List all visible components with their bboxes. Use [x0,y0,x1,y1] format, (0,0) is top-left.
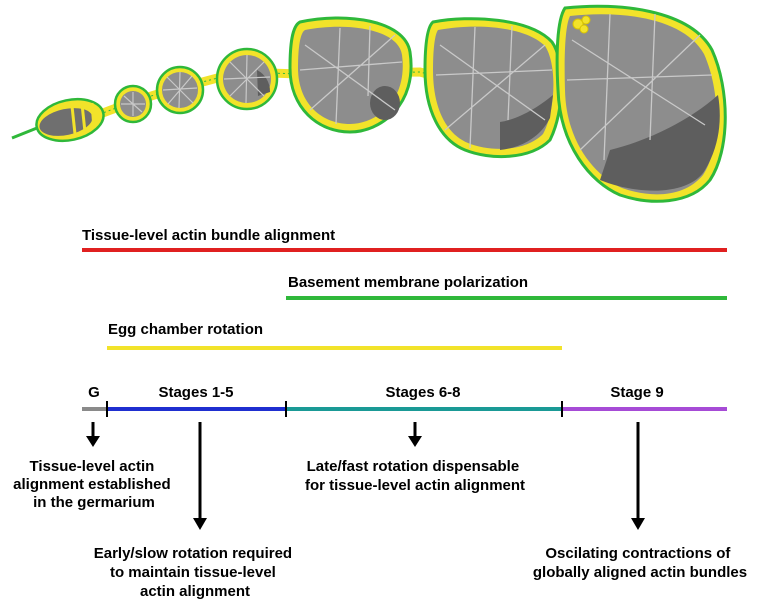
late-rotation-arrow [408,422,422,447]
note-late-rotation-line: Late/fast rotation dispensable [307,458,520,475]
egg-chamber-stage-9 [555,4,727,203]
note-germarium-line: Tissue-level actin [30,458,155,475]
egg-chamber-early-3 [215,47,279,111]
note-stage-9-line: Oscilating contractions of [545,545,731,562]
note-late-rotation: Late/fast rotation dispensable for tissu… [305,458,525,494]
annotation-notes: Tissue-level actin alignment established… [13,458,747,600]
note-early-rotation: Early/slow rotation required to maintain… [94,545,297,600]
note-early-rotation-line: Early/slow rotation required [94,545,292,562]
egg-chamber-early-2 [155,65,205,115]
note-germarium-line: alignment established [13,476,171,493]
germarium [11,97,105,143]
stage-label-1-5: Stages 1-5 [158,384,233,401]
stage-label-9: Stage 9 [610,384,663,401]
ovariole-illustration [11,4,727,203]
egg-chamber-mid-2 [423,17,563,159]
note-early-rotation-line: to maintain tissue-level [110,564,276,581]
egg-chamber-mid-1 [288,16,413,134]
egg-chamber-early-1 [113,84,153,124]
stage-timeline: G Stages 1-5 Stages 6-8 Stage 9 [82,384,727,417]
border-cells [572,15,591,34]
basement-membrane-label: Basement membrane polarization [288,274,528,291]
note-late-rotation-line: for tissue-level actin alignment [305,477,525,494]
germarium-arrow [86,422,100,447]
note-stage-9-line: globally aligned actin bundles [533,564,747,581]
stage-label-6-8: Stages 6-8 [385,384,460,401]
stage-9-arrow [631,422,645,530]
annotation-arrows [86,422,645,530]
process-bars: Tissue-level actin bundle alignment Base… [82,227,727,350]
note-germarium: Tissue-level actin alignment established… [13,458,175,511]
stage-label-germarium: G [88,384,100,401]
early-rotation-arrow [193,422,207,530]
note-germarium-line: in the germarium [33,494,155,511]
note-stage-9: Oscilating contractions of globally alig… [533,545,747,581]
rotation-label: Egg chamber rotation [108,321,263,338]
actin-alignment-label: Tissue-level actin bundle alignment [82,227,335,244]
note-early-rotation-line: actin alignment [140,583,250,600]
